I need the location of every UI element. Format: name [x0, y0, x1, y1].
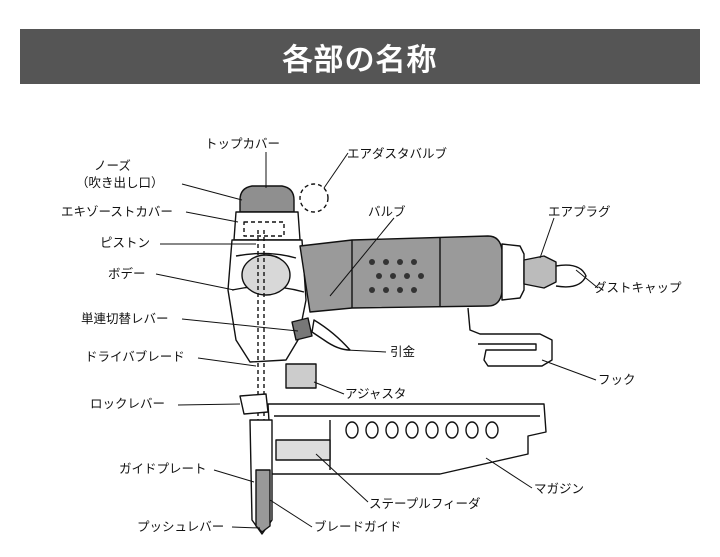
- label-air-plug: エアプラグ: [548, 204, 611, 219]
- label-hook: フック: [598, 372, 636, 387]
- grip-shape: [299, 235, 503, 313]
- body-boss: [241, 254, 291, 296]
- label-nose-sub: （吹き出し口）: [76, 175, 164, 190]
- mode-switch-shape: [291, 317, 313, 341]
- magazine-holes: [345, 421, 499, 439]
- label-magazine: マガジン: [534, 481, 585, 496]
- label-guide-plate: ガイドプレート: [119, 461, 207, 476]
- page-title: 各部の名称: [282, 42, 438, 78]
- push-lever-shape: [255, 469, 271, 533]
- grip-dots: [369, 259, 424, 293]
- rear-cap: [501, 243, 525, 301]
- label-blade-guide: ブレードガイド: [314, 519, 402, 534]
- label-mode-switch-lever: 単連切替レバー: [81, 311, 169, 326]
- trigger-shape: [311, 319, 351, 351]
- label-push-lever: プッシュレバー: [137, 519, 225, 534]
- label-top-cover: トップカバー: [205, 136, 281, 151]
- label-trigger: 引金: [390, 344, 416, 359]
- magazine-shape: [267, 403, 547, 475]
- label-staple-feeder: ステープルフィーダ: [369, 496, 481, 511]
- adjuster-shape: [285, 363, 317, 389]
- label-nose: ノーズ: [94, 158, 131, 173]
- label-valve: バルブ: [368, 204, 406, 219]
- label-body: ボデー: [108, 266, 146, 281]
- dust-cap: [555, 264, 587, 288]
- label-driver-blade: ドライバブレード: [85, 349, 185, 364]
- label-air-duster-valve: エアダスタバルブ: [347, 146, 448, 161]
- top-cover-shape: [239, 185, 295, 213]
- label-exhaust-cover: エキゾーストカバー: [61, 204, 173, 219]
- label-piston: ピストン: [100, 235, 151, 250]
- piston-window: [243, 221, 285, 237]
- lock-lever-shape: [239, 393, 269, 415]
- hook-shape: [467, 307, 553, 367]
- label-adjuster: アジャスタ: [345, 386, 407, 401]
- title-banner: 各部の名称: [20, 29, 700, 84]
- label-lock-lever: ロックレバー: [90, 396, 166, 411]
- label-dust-cap: ダストキャップ: [594, 280, 682, 295]
- staple-feeder-shape: [275, 439, 331, 461]
- air-plug: [523, 255, 557, 289]
- air-duster-valve-shape: [299, 183, 329, 213]
